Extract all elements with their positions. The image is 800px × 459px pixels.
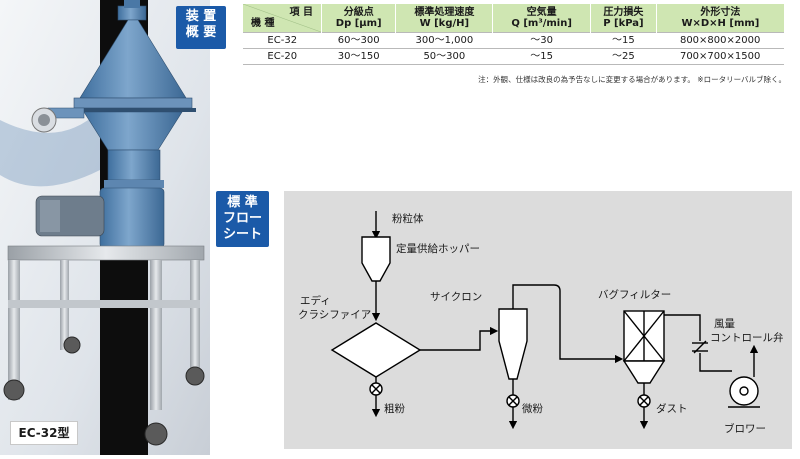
cell-model: EC-32 xyxy=(243,32,322,49)
label-classifier-line1: エディ xyxy=(300,295,331,307)
cell-air-volume: ～30 xyxy=(492,32,591,49)
cell-pressure-loss: ～25 xyxy=(590,48,657,65)
label-cyclone: サイクロン xyxy=(430,291,483,303)
header-dimensions-unit: W×D×H [mm] xyxy=(681,18,760,29)
label-hopper: 定量供給ホッパー xyxy=(396,243,480,255)
header-capacity-title: 標準処理速度 xyxy=(414,7,475,18)
label-powder: 粉粒体 xyxy=(392,213,424,225)
cell-capacity: 50～300 xyxy=(395,48,493,65)
spec-tag-line2: 概 要 xyxy=(185,25,217,40)
header-capacity-unit: W [kg/H] xyxy=(419,18,470,29)
label-dust: ダスト xyxy=(656,403,688,415)
classifier-to-cyclone-line xyxy=(420,326,499,351)
header-cut-point-title: 分級点 xyxy=(343,7,374,18)
cell-cut-point: 60～300 xyxy=(321,32,396,49)
label-coarse: 粗粉 xyxy=(384,403,405,415)
cyclone-to-bagfilter-line xyxy=(512,284,624,364)
spec-footnote: 注：外観、仕様は改良の為予告なしに変更する場合があります。 ※ロータリーバルブ除… xyxy=(478,75,786,84)
cell-model: EC-20 xyxy=(243,48,322,65)
bagfilter-hopper xyxy=(622,360,666,384)
label-damper-line2: コントロール弁 xyxy=(710,332,784,344)
flow-sheet-drawing xyxy=(330,211,760,430)
spec-section-tag: 装 置 概 要 xyxy=(176,6,226,49)
spec-corner-header: 項 目 機 種 xyxy=(243,4,322,33)
model-caption: EC-32型 xyxy=(10,421,78,445)
label-fine: 微粉 xyxy=(522,403,543,415)
flow-tag-line2: フロー xyxy=(222,211,262,226)
header-pressure-loss-unit: P [kPa] xyxy=(603,18,644,29)
header-pressure-loss-title: 圧力損失 xyxy=(603,7,644,18)
label-classifier-line2: クラシファイア xyxy=(298,309,372,321)
flow-section-tag: 標 準 フロー シート xyxy=(216,191,269,247)
bagfilter-to-damper-line xyxy=(664,314,701,341)
label-damper-line1: 風量 xyxy=(714,318,735,330)
cell-capacity: 300～1,000 xyxy=(395,32,493,49)
spec-tag-line1: 装 置 xyxy=(185,9,217,24)
cell-dimensions: 800×800×2000 xyxy=(656,32,784,49)
flow-sheet-diagram: 粉粒体 定量供給ホッパー エディ クラシファイア サイクロン バグフィルター 風… xyxy=(284,191,792,449)
cell-dimensions: 700×700×1500 xyxy=(656,48,784,65)
cell-cut-point: 30～150 xyxy=(321,48,396,65)
machine-illustration xyxy=(0,0,210,455)
header-cut-point-unit: Dp [μm] xyxy=(335,18,382,29)
damper-to-blower-line xyxy=(699,353,732,372)
flow-tag-line1: 標 準 xyxy=(227,195,258,210)
table-row: EC-32 60～300 300～1,000 ～30 ～15 800×800×2… xyxy=(243,32,784,49)
classifier-shape xyxy=(330,322,422,378)
damper-flap xyxy=(693,340,707,354)
header-dimensions-title: 外形寸法 xyxy=(700,7,741,18)
flow-tag-line3: シート xyxy=(222,227,262,242)
corner-model-label: 機 種 xyxy=(251,18,275,29)
label-blower: ブロワー xyxy=(724,423,766,435)
header-air-volume-title: 空気量 xyxy=(526,7,557,18)
hopper-shape xyxy=(361,236,391,282)
label-bagfilter: バグフィルター xyxy=(598,289,672,301)
table-row: EC-20 30～150 50～300 ～15 ～25 700×700×1500 xyxy=(243,48,784,65)
corner-item-label: 項 目 xyxy=(289,7,313,18)
cell-air-volume: ～15 xyxy=(492,48,591,65)
cyclone-shape xyxy=(498,308,528,380)
cell-pressure-loss: ～15 xyxy=(590,32,657,49)
machine-photo: EC-32型 xyxy=(0,0,210,455)
header-air-volume-unit: Q [m³/min] xyxy=(511,18,572,29)
